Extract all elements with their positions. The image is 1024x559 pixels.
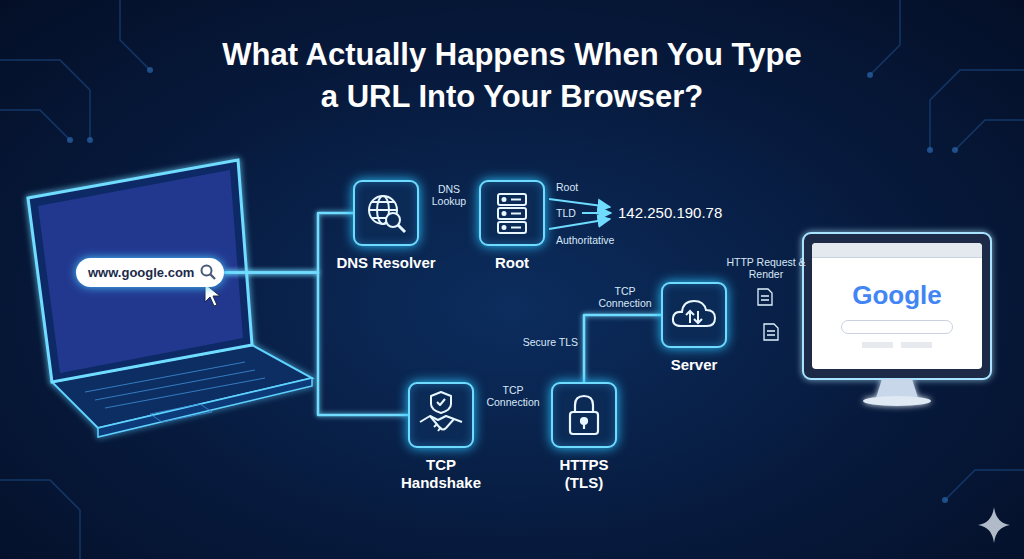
node-label: Root <box>495 254 529 272</box>
connector <box>419 212 479 215</box>
tcp-handshake-node: TCP Handshake <box>396 382 486 492</box>
url-text: www.google.com <box>88 265 194 280</box>
icon-box <box>408 382 474 448</box>
connector <box>727 314 812 317</box>
browser-toolbar <box>812 243 982 258</box>
node-label: HTTPS (TLS) <box>549 456 619 492</box>
dns-resolver-node: DNS Resolver <box>336 180 435 272</box>
dns-tier-label: Authoritative <box>556 234 614 246</box>
dns-tier-label: TLD <box>556 207 576 219</box>
connector <box>584 315 661 382</box>
edge-label: HTTP Request & Render <box>724 256 808 280</box>
node-label: Server <box>671 356 718 374</box>
root-server-node: Root <box>479 180 545 272</box>
connector <box>224 213 353 273</box>
url-bar: www.google.com <box>76 258 224 287</box>
connector <box>224 273 408 416</box>
search-buttons <box>862 342 932 348</box>
dns-tier-label: Root <box>556 181 578 193</box>
edge-label: TCP Connection <box>485 384 541 408</box>
node-label: TCP Handshake <box>396 456 486 492</box>
google-logo: Google <box>812 280 982 310</box>
icon-box <box>551 382 617 448</box>
server-node: Server <box>661 282 727 374</box>
connection-label: TCP Connection <box>593 285 657 309</box>
browser-window: Google <box>812 243 982 369</box>
edge-label: DNS Lookup <box>424 183 474 207</box>
node-label: DNS Resolver <box>336 254 435 272</box>
edge-label: Secure TLS <box>518 336 578 348</box>
connector <box>474 414 551 417</box>
icon-box <box>661 282 727 348</box>
diagram-title: What Actually Happens When You Type a UR… <box>212 34 812 118</box>
icon-box <box>353 180 419 246</box>
icon-box <box>479 180 545 246</box>
ip-address: 142.250.190.78 <box>618 204 722 222</box>
https-tls-node: HTTPS (TLS) <box>549 382 619 492</box>
search-icon <box>199 263 217 281</box>
search-box <box>841 320 953 334</box>
